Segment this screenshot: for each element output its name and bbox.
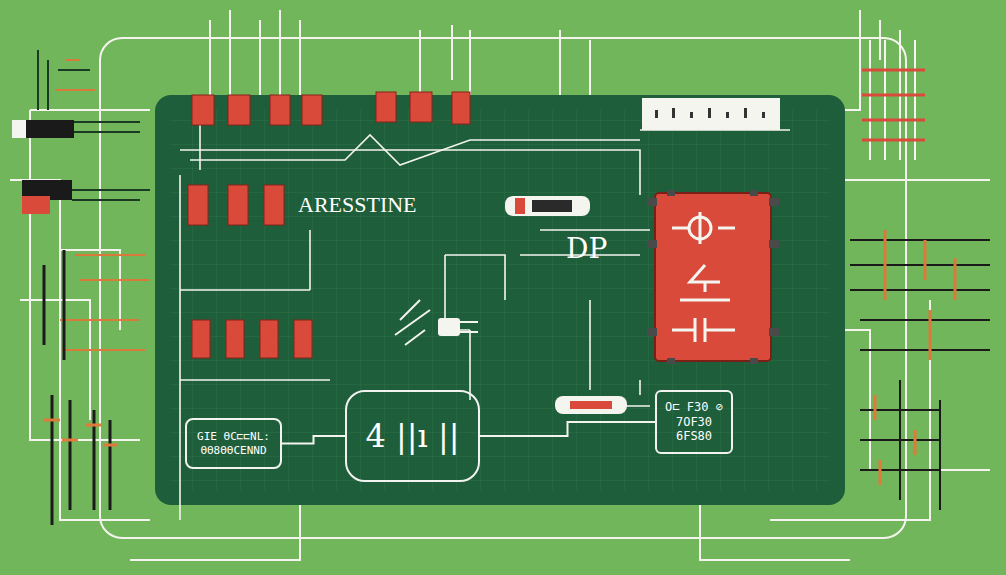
box-text: 6FS80 [676, 429, 712, 443]
component-box: 4 ||ı || [345, 390, 480, 482]
wire-connector [480, 422, 655, 436]
box-text: 4 ||ı || [365, 417, 459, 455]
box-text: 7OF30 [676, 415, 712, 429]
symbol-label: DP [566, 232, 607, 265]
box-text: O⊏ F30 ⊘ [665, 400, 723, 414]
value-box: O⊏ F30 ⊘7OF306FS80 [655, 390, 733, 454]
board-panel [155, 95, 845, 505]
title-text: ARESSTINE [298, 192, 417, 218]
box-text: ΘΘ8ΘΘCΕΝΝD [200, 444, 266, 457]
wire-connector [282, 436, 345, 444]
box-text: GIE ΘC⊏⊏NL: [197, 430, 270, 443]
legend-box: GIE ΘC⊏⊏NL:ΘΘ8ΘΘCΕΝΝD [185, 418, 282, 469]
